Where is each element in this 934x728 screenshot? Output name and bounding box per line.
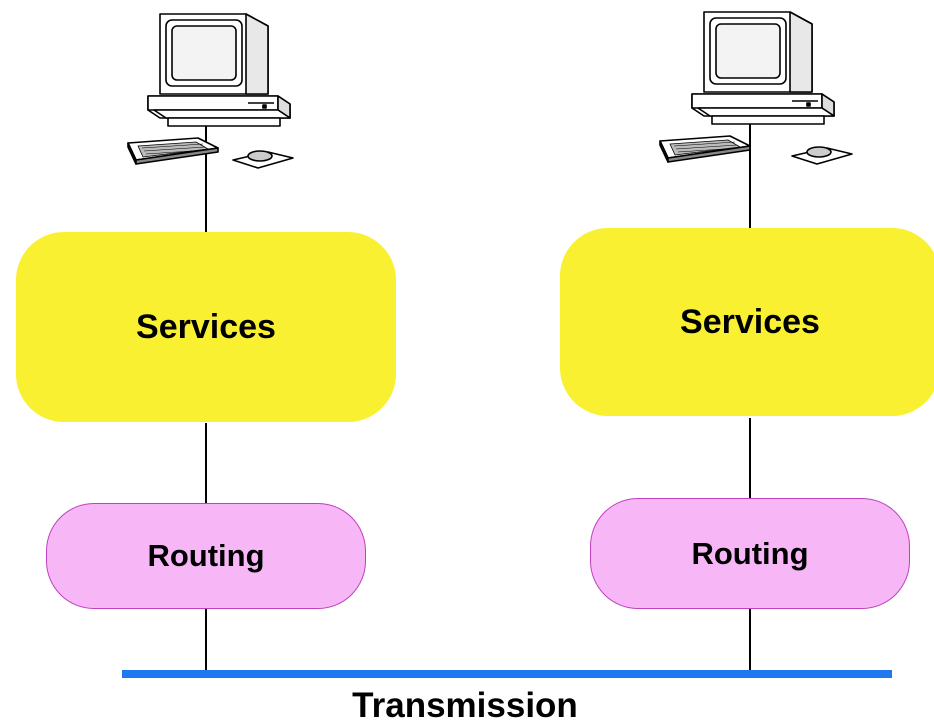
left-link-computer-services xyxy=(205,120,207,232)
right-link-services-routing xyxy=(749,418,751,498)
right-link-computer-services xyxy=(749,118,751,230)
right-link-routing-bus xyxy=(749,608,751,674)
right-routing-label: Routing xyxy=(691,535,809,571)
left-link-services-routing xyxy=(205,423,207,503)
left-services-box: Services xyxy=(16,232,396,422)
left-services-label: Services xyxy=(136,307,276,346)
right-services-label: Services xyxy=(680,302,820,341)
transmission-bus xyxy=(122,670,892,678)
transmission-label: Transmission xyxy=(352,686,578,725)
left-desktop-computer-icon xyxy=(127,13,294,169)
left-routing-box: Routing xyxy=(46,503,366,609)
right-services-box: Services xyxy=(560,228,934,416)
right-routing-box: Routing xyxy=(590,498,910,609)
left-routing-label: Routing xyxy=(147,538,265,573)
left-link-routing-bus xyxy=(205,608,207,676)
right-desktop-computer-icon xyxy=(659,11,853,165)
